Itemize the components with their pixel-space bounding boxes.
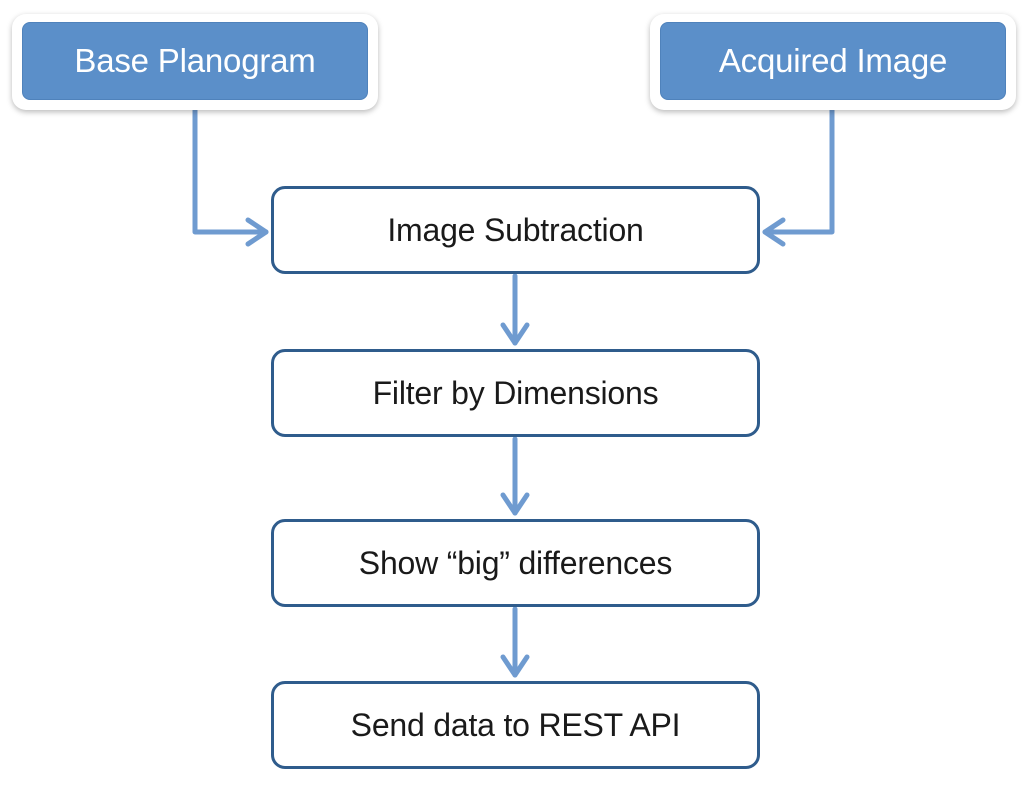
send-data-node: Send data to REST API [271,681,760,769]
arrowhead-acquired-to-subtraction [762,217,786,247]
base-planogram-node: Base Planogram [22,22,368,100]
filter-by-dimensions-label: Filter by Dimensions [372,374,659,411]
arrow-acquired-to-subtraction [762,97,835,235]
arrowhead-subtraction-to-filter [500,322,530,346]
acquired-image-node: Acquired Image [660,22,1006,100]
acquired-image-label: Acquired Image [718,42,948,79]
arrowhead-filter-to-show [500,492,530,516]
base-planogram-label: Base Planogram [74,42,316,79]
arrowhead-show-to-send [500,654,530,678]
image-subtraction-node: Image Subtraction [271,186,760,274]
show-big-differences-node: Show “big” differences [271,519,760,607]
filter-by-dimensions-node: Filter by Dimensions [271,349,760,437]
arrowhead-base-to-subtraction [245,217,269,247]
send-data-label: Send data to REST API [350,706,681,743]
image-subtraction-label: Image Subtraction [387,211,644,248]
arrow-base-to-subtraction [192,97,269,235]
show-big-differences-label: Show “big” differences [358,544,673,581]
